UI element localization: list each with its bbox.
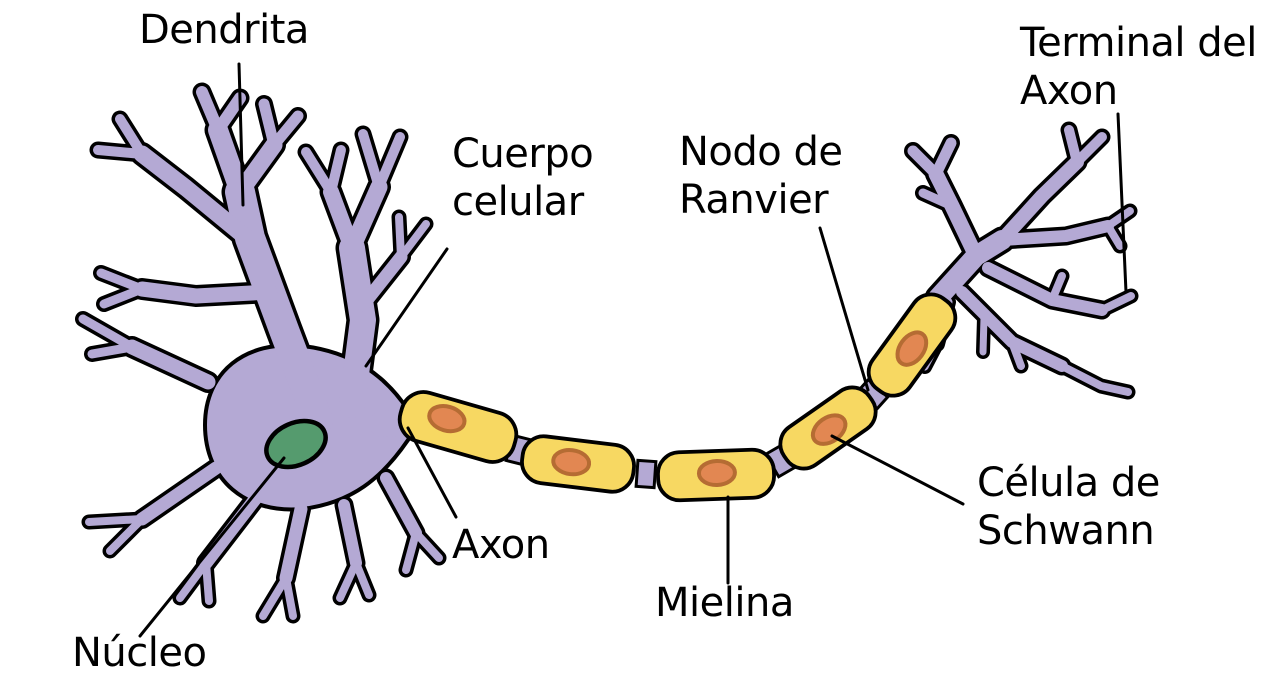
axon-terminal-branch — [1098, 292, 1135, 314]
dendrite-branch — [176, 559, 210, 602]
dendrite-branch — [96, 268, 147, 294]
dendrite-branch — [343, 178, 388, 257]
dendrite-branch — [258, 98, 280, 151]
leader-celula-schwann — [830, 434, 965, 506]
dendrite-branch — [402, 529, 420, 574]
ranvier-node — [634, 458, 658, 490]
dendrite-branch — [380, 472, 422, 539]
label-nucleo: Núcleo — [72, 630, 207, 676]
dendrite-branch — [93, 145, 147, 159]
dendrites-layer — [78, 86, 443, 620]
axon-terminal-branch — [1048, 272, 1066, 304]
dendrite-branch — [412, 529, 443, 562]
dendrite-branch — [336, 559, 360, 602]
axon-terminal-layer — [907, 125, 1135, 396]
dendrite-branch — [78, 314, 137, 352]
myelin-segment — [866, 292, 958, 398]
axon-terminal-branch — [1058, 362, 1132, 396]
dendrite-branch — [358, 129, 384, 192]
dendrite-branch — [115, 114, 147, 159]
axon-terminal-branch — [1104, 222, 1124, 250]
label-dendrita: Dendrita — [139, 7, 309, 53]
myelin-segment — [520, 434, 636, 494]
dendrite-branch — [339, 235, 376, 418]
cell-nucleus — [264, 418, 328, 470]
dendrite-branch — [395, 213, 405, 261]
dendrite-branch — [133, 145, 263, 253]
dendrite-branch — [397, 220, 430, 261]
schwann-cell-nucleus — [696, 458, 737, 487]
axon-terminal-branch — [928, 166, 984, 264]
dendrite-branch — [282, 574, 297, 620]
axon-terminal-branch — [930, 137, 957, 180]
dendrite-branch — [135, 461, 223, 526]
leader-dendrita — [237, 62, 245, 207]
dendrite-branch — [301, 147, 336, 197]
dendrite-branch — [326, 145, 346, 197]
axon-terminal-branch — [1072, 132, 1107, 167]
label-nodo-ranvier: Nodo de Ranvier — [679, 129, 843, 223]
schwann-cell-nucleus — [551, 448, 592, 477]
schwann-cell-nucleus — [895, 330, 929, 367]
axon-terminal-branch — [918, 188, 957, 211]
dendrite-branch — [208, 120, 250, 202]
dendrite-branch — [212, 92, 246, 136]
myelin-segment — [397, 390, 519, 464]
dendrite-branch — [106, 515, 146, 555]
myelin-segment — [656, 447, 776, 503]
dendrite-branch — [268, 110, 304, 151]
axon-terminal-branch — [996, 220, 1114, 246]
ranvier-node-gap — [634, 458, 658, 490]
dendrite-branch — [338, 499, 362, 569]
dendrite-branch — [259, 574, 290, 620]
dendrite-branch — [85, 515, 146, 526]
leader-nodo-ranvier — [818, 226, 870, 392]
leader-lines — [138, 62, 1128, 638]
axon-terminal-branch — [995, 155, 1084, 247]
axon-terminal-branch — [1008, 338, 1025, 370]
schwann-cell-nucleus — [427, 404, 467, 434]
leader-axon — [406, 426, 458, 519]
label-axon: Axon — [452, 522, 550, 568]
dendrite-branch — [374, 132, 405, 192]
leader-nucleo — [138, 456, 286, 638]
dendrite-branch — [134, 281, 278, 304]
myelin-segment — [778, 385, 878, 471]
dendrite-branch — [202, 559, 213, 605]
dendrite-branch — [356, 250, 408, 312]
axon-terminal-branch — [979, 314, 988, 356]
dendrite-branch — [124, 339, 216, 390]
axon-myelin-chain — [397, 292, 958, 503]
dendrite-branch — [87, 342, 137, 359]
label-mielina: Mielina — [655, 580, 794, 626]
label-cuerpo-celular: Cuerpo celular — [452, 131, 594, 225]
dendrite-branch — [279, 502, 308, 585]
dendrite-branch — [352, 559, 373, 599]
label-terminal-axon: Terminal del Axon — [1020, 20, 1257, 114]
leader-terminal-axon — [1116, 112, 1128, 294]
leader-cuerpo-celular — [364, 247, 449, 368]
label-celula-schwann: Célula de Schwann — [977, 460, 1160, 554]
dendrite-branch — [99, 284, 147, 309]
dendrite-branch — [225, 177, 333, 435]
dendrite-branch — [199, 491, 263, 570]
dendrite-branch — [231, 136, 283, 201]
axon-terminal-branch — [1104, 207, 1134, 230]
